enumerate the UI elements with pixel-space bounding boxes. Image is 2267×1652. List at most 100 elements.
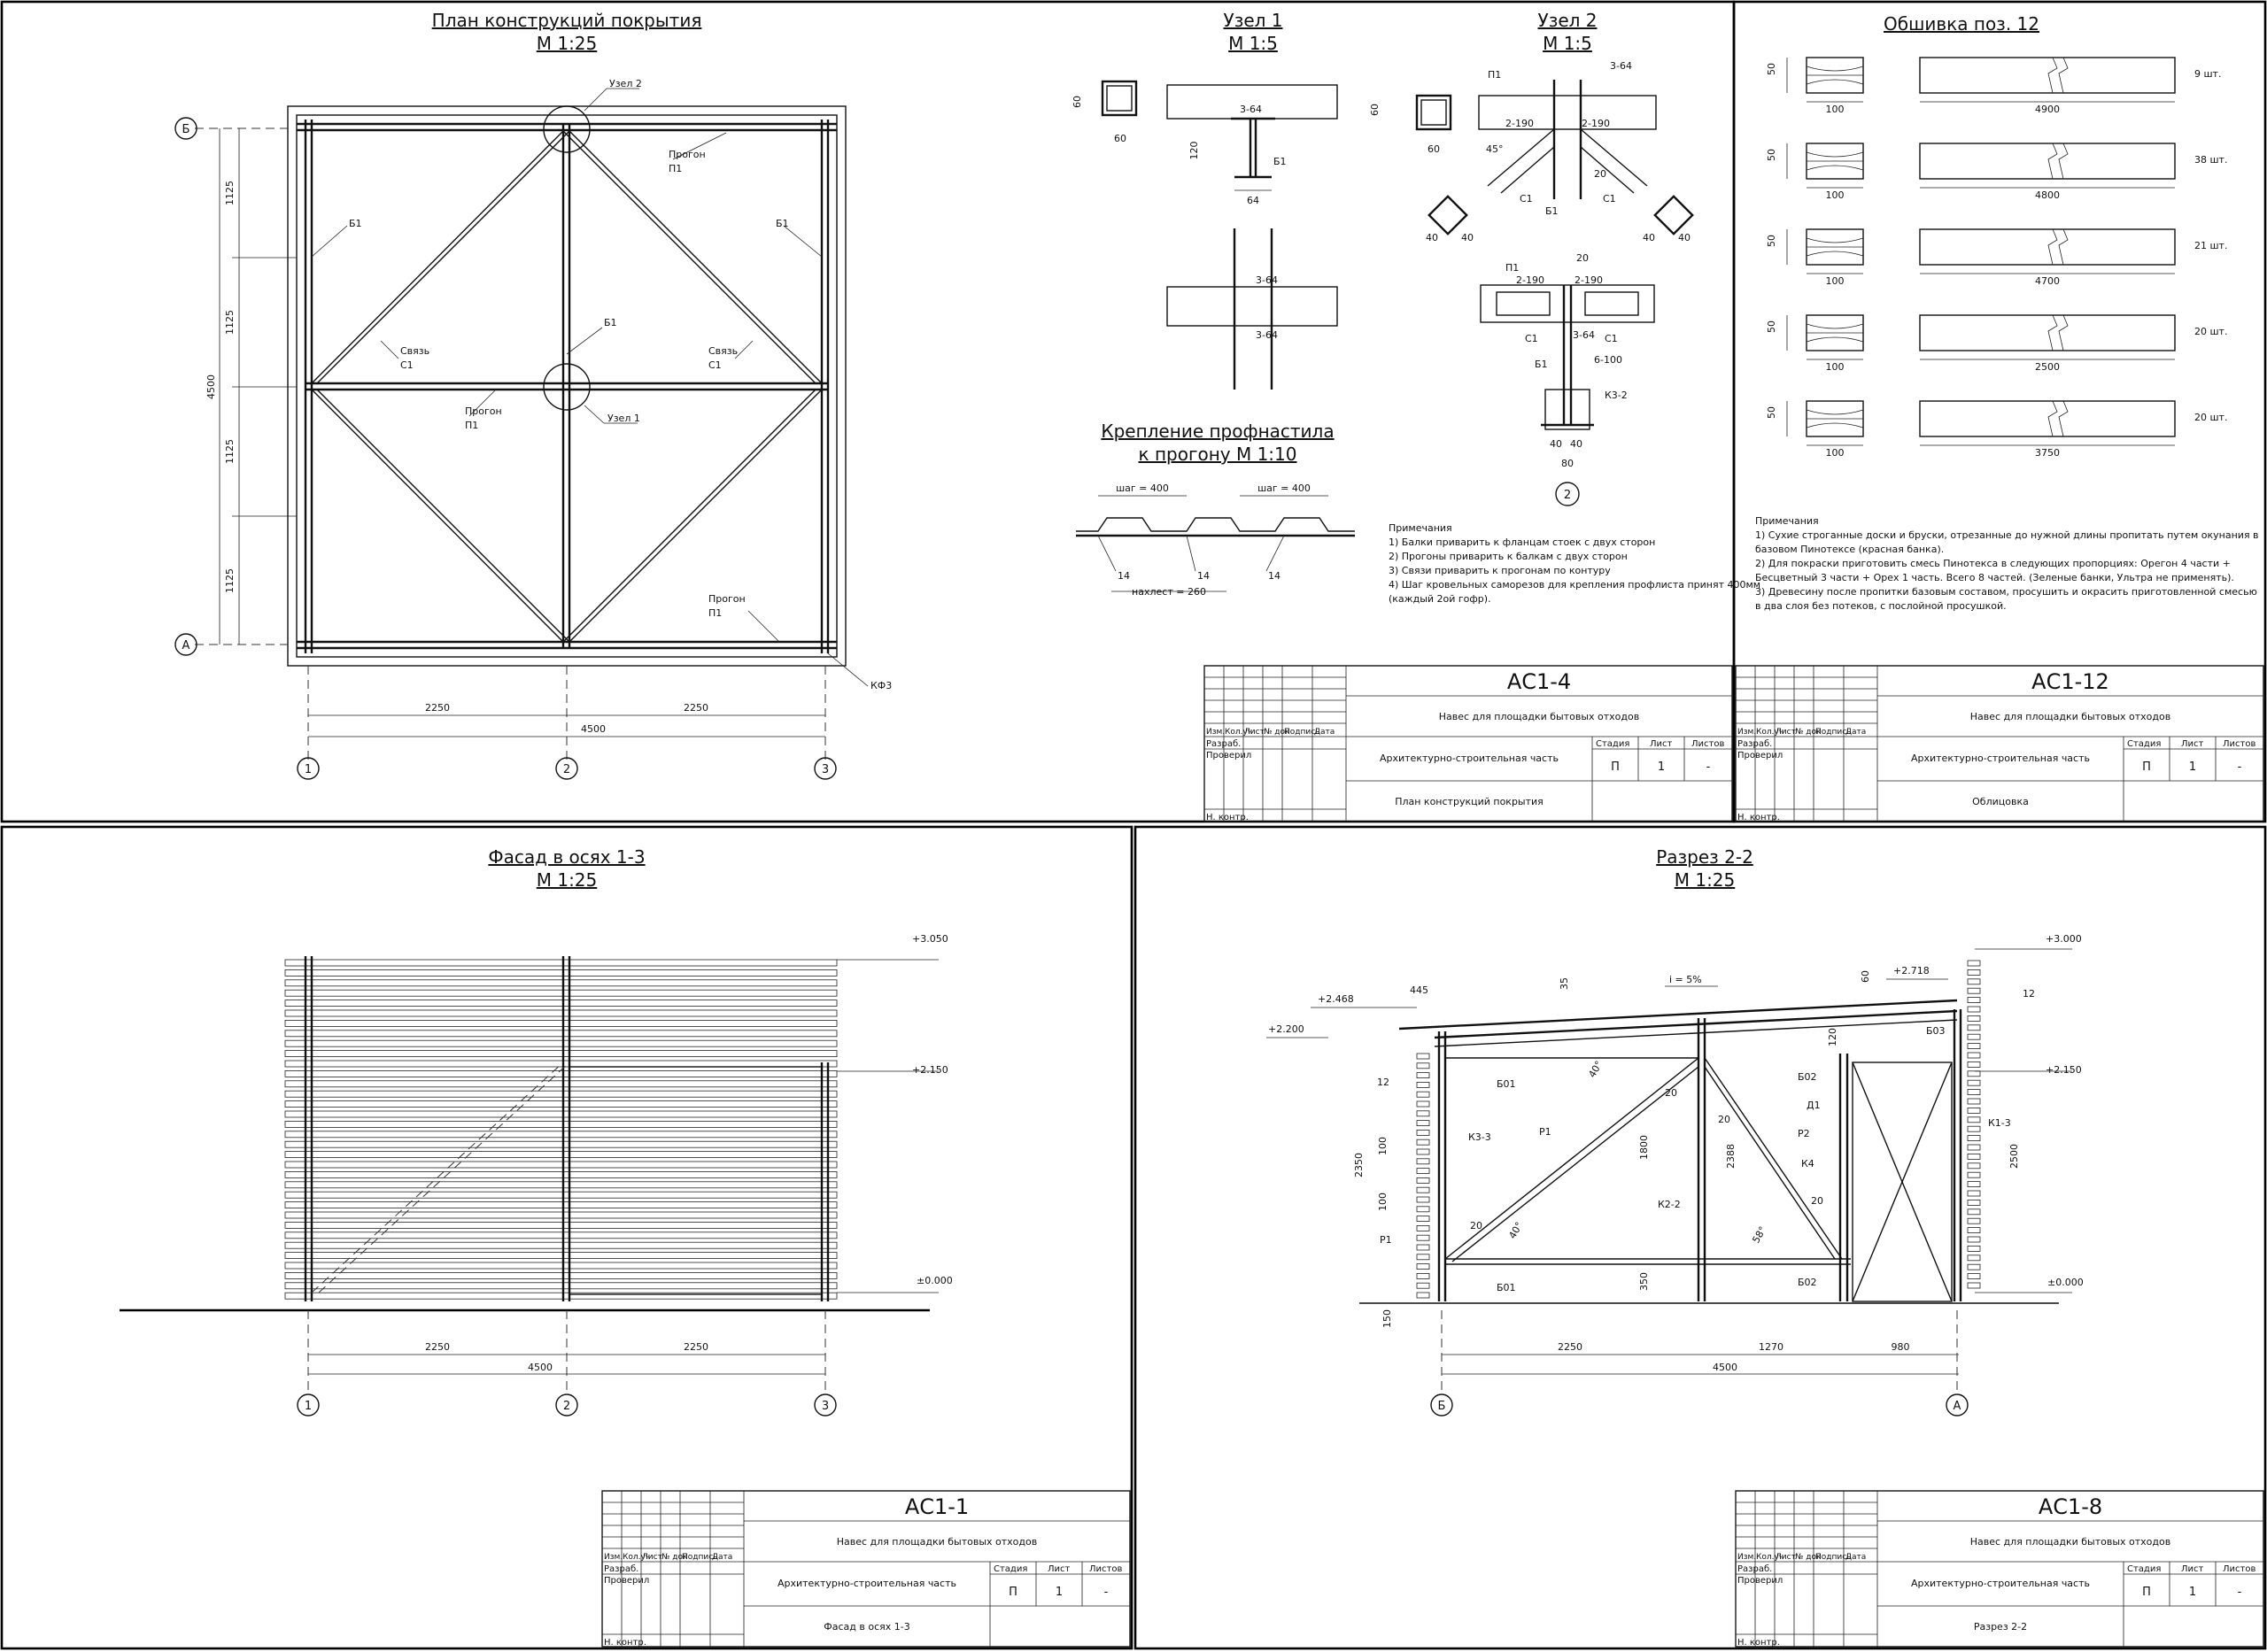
svg-text:Подпись: Подпись bbox=[1815, 1553, 1851, 1562]
svg-text:20: 20 bbox=[1594, 168, 1606, 180]
facade-board bbox=[284, 1060, 838, 1068]
board-length bbox=[1919, 400, 2176, 437]
slat bbox=[1967, 1162, 1981, 1170]
stamp-code: АС1-1 bbox=[905, 1494, 969, 1519]
slat bbox=[1416, 1206, 1430, 1213]
section-2-2: Разрез 2-2 М 1:25 +3.000 +2. bbox=[1266, 846, 2084, 1417]
svg-text:Лист: Лист bbox=[1650, 739, 1673, 749]
svg-text:14: 14 bbox=[1197, 570, 1210, 582]
stamp-code: АС1-12 bbox=[2031, 669, 2109, 694]
svg-text:20: 20 bbox=[1665, 1087, 1677, 1099]
svg-text:Проверил: Проверил bbox=[1737, 751, 1783, 760]
svg-text:120: 120 bbox=[1188, 142, 1200, 160]
board-length bbox=[1919, 228, 2176, 266]
svg-text:Узел 2: Узел 2 bbox=[1538, 10, 1598, 31]
svg-text:С1: С1 bbox=[1603, 193, 1616, 205]
svg-text:Стадия: Стадия bbox=[994, 1564, 1027, 1574]
slat bbox=[1416, 1177, 1430, 1184]
svg-text:Архитектурно-строительная част: Архитектурно-строительная часть bbox=[1911, 1578, 2090, 1589]
stamp-code: АС1-8 bbox=[2039, 1494, 2102, 1519]
board-length bbox=[1919, 57, 2176, 94]
svg-text:14: 14 bbox=[1118, 570, 1130, 582]
facade: Фасад в осях 1-3 М 1:25 +3.050 +2.150 ±0… bbox=[120, 846, 953, 1417]
svg-text:Н. контр.: Н. контр. bbox=[1206, 813, 1249, 822]
svg-text:М 1:5: М 1:5 bbox=[1228, 33, 1278, 54]
sheet-border-section bbox=[1134, 825, 2267, 1650]
svg-text:3) Древесину после пропитки ба: 3) Древесину после пропитки базовым сост… bbox=[1755, 586, 2257, 598]
svg-text:Навес для площадки бытовых отх: Навес для площадки бытовых отходов bbox=[837, 1536, 1037, 1548]
svg-text:Дата: Дата bbox=[1314, 728, 1335, 737]
facade-board bbox=[284, 1161, 838, 1169]
svg-text:С1: С1 bbox=[708, 359, 722, 371]
svg-text:Разрез 2-2: Разрез 2-2 bbox=[1656, 846, 1753, 868]
svg-text:Лист: Лист bbox=[1776, 1553, 1796, 1562]
svg-text:в два слоя без потеков, с посл: в два слоя без потеков, с послойной прос… bbox=[1755, 600, 2007, 612]
svg-text:П: П bbox=[2142, 760, 2151, 774]
facade-board bbox=[284, 1131, 838, 1139]
svg-text:4500: 4500 bbox=[528, 1362, 553, 1373]
svg-text:Проверил: Проверил bbox=[1206, 751, 1251, 760]
svg-text:М 1:25: М 1:25 bbox=[1675, 869, 1736, 891]
svg-text:Архитектурно-строительная част: Архитектурно-строительная часть bbox=[1911, 753, 2090, 764]
svg-text:1125: 1125 bbox=[224, 439, 236, 464]
svg-text:Н. контр.: Н. контр. bbox=[604, 1638, 646, 1648]
svg-text:100: 100 bbox=[1826, 104, 1845, 115]
slat bbox=[1416, 1282, 1430, 1289]
svg-text:Листов: Листов bbox=[1691, 739, 1724, 749]
node1-marker bbox=[543, 363, 591, 411]
svg-text:±0.000: ±0.000 bbox=[917, 1275, 953, 1286]
svg-text:Р1: Р1 bbox=[1380, 1234, 1392, 1246]
svg-text:Лист: Лист bbox=[2181, 739, 2204, 749]
slat bbox=[1416, 1158, 1430, 1165]
svg-text:60: 60 bbox=[1114, 133, 1126, 144]
slat bbox=[1416, 1244, 1430, 1251]
svg-text:П1: П1 bbox=[465, 420, 478, 431]
axis-B-label: Б bbox=[182, 123, 190, 136]
slat bbox=[1967, 1079, 1981, 1086]
svg-text:Кол.уч: Кол.уч bbox=[623, 1553, 650, 1562]
svg-text:2: 2 bbox=[1564, 489, 1571, 502]
svg-text:40: 40 bbox=[1426, 232, 1438, 243]
facade-board bbox=[284, 1050, 838, 1057]
svg-text:4500: 4500 bbox=[1713, 1362, 1737, 1373]
slat bbox=[1967, 1282, 1981, 1289]
slat bbox=[1416, 1082, 1430, 1088]
stamp-code: АС1-4 bbox=[1507, 669, 1571, 694]
svg-text:2-190: 2-190 bbox=[1516, 274, 1544, 286]
axis-A-label: А bbox=[182, 639, 190, 652]
svg-text:Б01: Б01 bbox=[1497, 1078, 1516, 1090]
facade-board bbox=[284, 1020, 838, 1027]
svg-text:Бесцветный 3 части + Орех 1 ча: Бесцветный 3 части + Орех 1 часть. Всего… bbox=[1755, 572, 2234, 583]
svg-text:Связь: Связь bbox=[400, 345, 429, 357]
board-length bbox=[1919, 314, 2176, 351]
slat bbox=[1967, 1015, 1981, 1022]
slat bbox=[1416, 1273, 1430, 1279]
svg-text:40: 40 bbox=[1550, 438, 1562, 450]
svg-text:20: 20 bbox=[1718, 1114, 1730, 1125]
svg-text:1125: 1125 bbox=[224, 568, 236, 593]
slat bbox=[1967, 1154, 1981, 1160]
svg-text:+2.150: +2.150 bbox=[912, 1064, 948, 1076]
svg-text:Фасад в осях 1-3: Фасад в осях 1-3 bbox=[824, 1621, 909, 1633]
svg-text:Кол.уч: Кол.уч bbox=[1756, 728, 1783, 737]
svg-text:120: 120 bbox=[1827, 1028, 1838, 1046]
svg-text:Подпись: Подпись bbox=[1815, 728, 1851, 737]
svg-text:Разраб.: Разраб. bbox=[1206, 739, 1241, 749]
svg-text:Кол.уч: Кол.уч bbox=[1225, 728, 1252, 737]
axis-1-label: 1 bbox=[305, 763, 312, 776]
facade-board bbox=[284, 1121, 838, 1128]
svg-text:Р2: Р2 bbox=[1798, 1128, 1810, 1139]
notes-cladding: Примечания 1) Сухие строганные доски и б… bbox=[1755, 515, 2259, 612]
svg-text:1125: 1125 bbox=[224, 310, 236, 335]
slat bbox=[1967, 1200, 1981, 1206]
slat bbox=[1967, 978, 1981, 985]
svg-text:нахлест = 260: нахлест = 260 bbox=[1132, 586, 1206, 598]
svg-text:445: 445 bbox=[1410, 984, 1428, 996]
svg-text:60: 60 bbox=[1428, 143, 1440, 155]
svg-text:20: 20 bbox=[1470, 1220, 1482, 1231]
svg-text:Дата: Дата bbox=[1845, 728, 1866, 737]
slat bbox=[1416, 1100, 1430, 1108]
svg-text:40: 40 bbox=[1643, 232, 1655, 243]
